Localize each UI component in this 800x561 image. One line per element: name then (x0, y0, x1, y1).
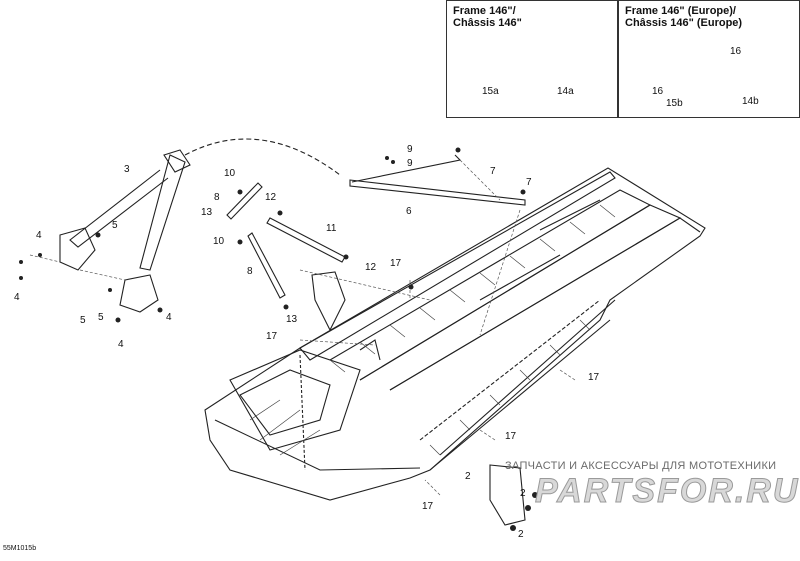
part-callout-10: 10 (213, 236, 225, 247)
watermark-logo: PARTSFOR.RU (534, 472, 800, 511)
part-callout-17: 17 (588, 372, 600, 383)
inset-callout-14a: 14a (557, 86, 574, 97)
inset-frame-146-box: Frame 146"/ Châssis 146" (446, 0, 618, 118)
watermark-text: ЗАПЧАСТИ И АКСЕССУАРЫ ДЛЯ МОТОТЕХНИКИ (505, 460, 777, 472)
part-callout-2: 2 (520, 488, 526, 499)
part-callout-17: 17 (422, 501, 434, 512)
part-callout-17: 17 (266, 331, 278, 342)
inset-title: Frame 146"/ Châssis 146" (453, 5, 522, 29)
part-callout-3: 3 (124, 164, 130, 175)
part-callout-6: 6 (406, 206, 412, 217)
part-callout-4: 4 (14, 292, 20, 303)
part-callout-9: 9 (407, 144, 413, 155)
leader-lines (29, 159, 576, 496)
inset-callout-15a: 15a (482, 86, 499, 97)
part-callout-8: 8 (247, 266, 253, 277)
part-callout-5: 5 (112, 220, 118, 231)
part-callout-17: 17 (505, 431, 517, 442)
chassis-lattice (249, 204, 616, 456)
part-callout-12: 12 (265, 192, 277, 203)
part-callout-9: 9 (407, 158, 413, 169)
part-callout-4: 4 (36, 230, 42, 241)
inset-frame-146-europe-box: Frame 146" (Europe)/ Châssis 146" (Europ… (618, 0, 800, 118)
part-callout-10: 10 (224, 168, 236, 179)
part-callout-13: 13 (286, 314, 298, 325)
part-callout-11: 11 (326, 223, 337, 234)
inset-title: Frame 146" (Europe)/ Châssis 146" (Europ… (625, 5, 743, 29)
part-callout-5: 5 (80, 315, 86, 326)
chassis-frame (204, 167, 706, 501)
part-callout-2: 2 (518, 529, 524, 540)
inset-callout-14b: 14b (742, 96, 759, 107)
part-callout-13: 13 (201, 207, 213, 218)
part-callout-8: 8 (214, 192, 220, 203)
part-callout-4: 4 (118, 339, 124, 350)
part-callout-17: 17 (390, 258, 402, 269)
inset-callout-15b: 15b (666, 98, 683, 109)
watermark: ЗАПЧАСТИ И АКСЕССУАРЫ ДЛЯ МОТОТЕХНИКИ PA… (505, 460, 798, 515)
fasteners (19, 147, 538, 531)
part-callout-5: 5 (98, 312, 104, 323)
part-callout-7: 7 (490, 166, 496, 177)
inset-callout-16: 16 (652, 86, 664, 97)
inset-callout-16: 16 (730, 46, 742, 57)
front-arm-assembly (59, 138, 341, 313)
reference-code: 55M1015b (3, 545, 37, 552)
part-callout-12: 12 (365, 262, 377, 273)
part-callout-2: 2 (465, 471, 471, 482)
part-callout-4: 4 (166, 312, 172, 323)
part-callout-7: 7 (526, 177, 532, 188)
